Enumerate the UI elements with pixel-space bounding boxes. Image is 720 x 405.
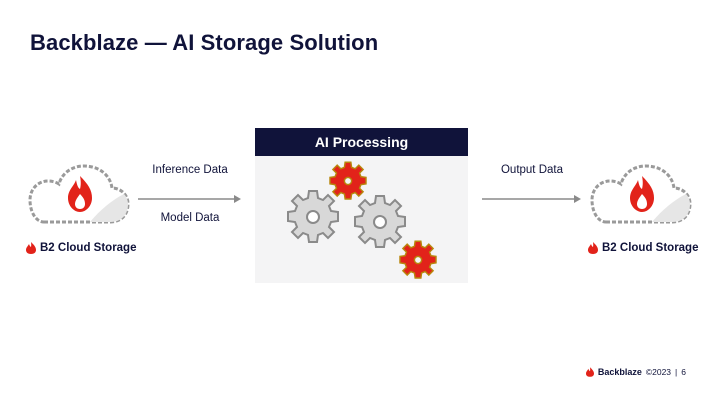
flame-icon	[588, 242, 598, 254]
gears-illustration	[287, 161, 437, 279]
flame-icon	[26, 242, 36, 254]
gear-icon	[399, 240, 437, 279]
gear-icon	[354, 195, 406, 248]
flame-icon	[68, 176, 92, 212]
gear-icon	[329, 161, 367, 200]
processing-title: AI Processing	[314, 134, 409, 150]
footer-copyright: ©2023	[645, 367, 672, 377]
page-number: 6	[681, 367, 686, 377]
input-arrow-icon	[138, 195, 241, 203]
model-data-label: Model Data	[160, 212, 220, 224]
slide-title: Backblaze — AI Storage Solution	[30, 30, 379, 55]
target-cloud-icon	[590, 164, 692, 224]
footer-brand: Backblaze	[597, 367, 642, 377]
footer-separator: |	[675, 367, 678, 377]
backblaze-logo-icon	[585, 367, 594, 377]
source-storage-text: B2 Cloud Storage	[40, 242, 137, 254]
footer: Backblaze ©2023 | 6	[585, 367, 686, 377]
processing-header: AI Processing	[255, 128, 468, 156]
flame-icon	[630, 176, 654, 212]
inference-data-label: Inference Data	[152, 164, 228, 176]
source-cloud-icon	[28, 164, 130, 224]
gear-icon	[287, 190, 339, 243]
target-storage-text: B2 Cloud Storage	[602, 242, 699, 254]
output-data-label: Output Data	[500, 164, 563, 176]
source-storage-label: B2 Cloud Storage	[26, 242, 136, 254]
target-storage-label: B2 Cloud Storage	[588, 242, 698, 254]
output-arrow-icon	[482, 195, 581, 203]
